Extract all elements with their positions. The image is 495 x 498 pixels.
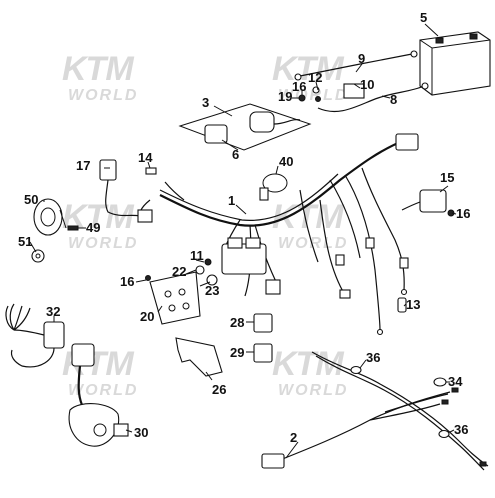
horn (31, 198, 79, 263)
callout-36-b: 36 (454, 422, 468, 437)
callout-32: 32 (46, 304, 60, 319)
callout-23: 23 (205, 283, 219, 298)
callout-36-a: 36 (366, 350, 380, 365)
callout-16-mid: 16 (120, 274, 134, 289)
callout-17: 17 (76, 158, 90, 173)
watermark-sub: WORLD (278, 382, 348, 399)
callout-11: 11 (190, 248, 204, 263)
grommet-36-a (350, 365, 362, 375)
battery-cable (294, 50, 418, 81)
relay-28 (253, 313, 273, 333)
watermark-logo: KTM (62, 50, 134, 88)
callout-9: 9 (358, 51, 365, 66)
callout-34: 34 (448, 374, 463, 389)
grommet-36-b (438, 429, 450, 439)
callout-2: 2 (290, 430, 297, 445)
callout-labels: 5 9 10 8 3 6 12 16 19 40 1 15 16 17 14 1… (18, 10, 470, 445)
rear-harness (261, 351, 489, 471)
pressure-switch (397, 297, 407, 313)
relay-bracket (145, 271, 201, 325)
rubber-ring (262, 173, 288, 193)
left-switch-connector (5, 303, 65, 368)
watermark-sub: WORLD (68, 382, 138, 399)
callout-16-right: 16 (456, 206, 470, 221)
callout-8: 8 (390, 92, 397, 107)
leader-lines (29, 23, 457, 459)
callout-14: 13 (406, 297, 420, 312)
speedo-sensor (99, 159, 153, 223)
callout-12: 12 (308, 70, 322, 85)
battery (419, 31, 491, 96)
callout-3: 5 (420, 10, 427, 25)
flasher-relay (401, 189, 455, 217)
grommet-34 (433, 377, 447, 387)
callout-29: 29 (230, 345, 244, 360)
callout-1: 1 (228, 193, 235, 208)
callout-22: 22 (172, 264, 186, 279)
watermark-sub: WORLD (68, 87, 138, 104)
callout-15: 15 (440, 170, 454, 185)
callout-50: 50 (24, 192, 38, 207)
callout-16-top: 16 (292, 79, 306, 94)
callout-40: 40 (279, 154, 293, 169)
connector-13 (145, 167, 157, 175)
ignition-coil-box (178, 103, 312, 151)
callout-6: 6 (232, 147, 239, 162)
callout-30: 30 (134, 425, 148, 440)
watermark-logo: KTM (272, 345, 344, 383)
callout-19: 19 (278, 89, 292, 104)
relay-29 (253, 343, 273, 363)
callout-10: 10 (360, 77, 374, 92)
watermark-sub: WORLD (68, 235, 138, 252)
callout-26: 26 (212, 382, 226, 397)
watermark-1: KTM WORLD (62, 50, 138, 104)
mounting-plate (175, 337, 223, 377)
main-harness (138, 133, 419, 336)
watermark-sub: WORLD (278, 87, 348, 104)
watermark-4: KTM WORLD (272, 198, 346, 252)
callout-5: 3 (202, 95, 209, 110)
callout-28: 28 (230, 315, 244, 330)
relay-block (195, 237, 281, 295)
handlebar-switch (68, 343, 129, 447)
callout-20: 20 (140, 309, 154, 324)
watermark-6: KTM WORLD (272, 345, 348, 399)
callout-49: 49 (86, 220, 100, 235)
callout-13: 14 (138, 150, 153, 165)
callout-51: 51 (18, 234, 32, 249)
